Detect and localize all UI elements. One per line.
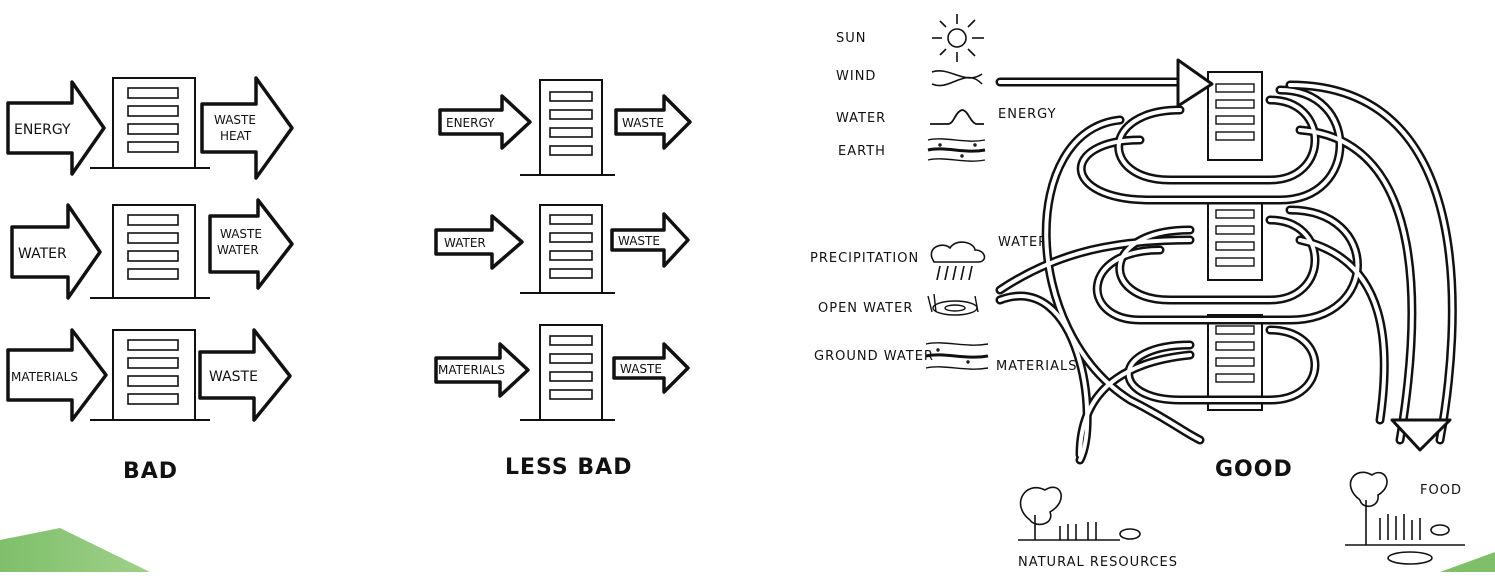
source-wind: WIND [836, 69, 876, 84]
bad-panel: ENERGY WATER MATERIALS WASTE HEAT WASTE … [6, 76, 294, 484]
bad-waste-heat-label-1: WASTE [214, 113, 256, 127]
bad-energy-label: ENERGY [14, 122, 71, 138]
less-bad-water-label: WATER [444, 236, 486, 250]
ground-water-label: GROUND WATER [814, 349, 934, 364]
energy-arrowhead [1176, 58, 1214, 108]
bad-waste-water-label-2: WATER [217, 243, 259, 257]
source-water: WATER [836, 111, 886, 126]
bad-waste-heat-arrow [200, 76, 294, 180]
output-arrowhead [1390, 418, 1452, 452]
green-accent-right [1440, 552, 1495, 572]
bad-waste-label: WASTE [209, 369, 258, 385]
bad-floors [127, 87, 179, 405]
less-bad-waste-label-1: WASTE [622, 116, 664, 130]
water-label: WATER [998, 235, 1048, 250]
food-label: FOOD [1420, 483, 1462, 498]
good-panel: SUN WIND WATER EARTH ENERGY PRECIPITATIO… [810, 14, 1465, 570]
less-bad-energy-label: ENERGY [446, 116, 495, 130]
less-bad-energy-arrow [438, 94, 532, 150]
sun-icon [932, 14, 984, 62]
bad-waste-water-label-1: WASTE [220, 227, 262, 241]
less-bad-waste-label-3: WASTE [620, 362, 662, 376]
ground-water-icon [925, 342, 989, 370]
less-bad-water-arrow [434, 214, 524, 270]
food-icon [1345, 471, 1465, 565]
good-caption: GOOD [1215, 457, 1293, 482]
less-bad-waste-arrow-3 [612, 342, 690, 394]
less-bad-materials-label: MATERIALS [438, 363, 505, 377]
good-floors [1215, 83, 1255, 383]
bad-caption: BAD [123, 459, 178, 484]
materials-label: MATERIALS [996, 359, 1078, 374]
less-bad-floors [549, 91, 593, 400]
water-wave-icon [930, 109, 984, 125]
less-bad-waste-arrow-2 [610, 212, 690, 268]
bad-materials-arrow [6, 328, 108, 422]
source-earth: EARTH [838, 144, 886, 159]
less-bad-waste-label-2: WASTE [618, 234, 660, 248]
bad-waste-water-arrow [208, 198, 294, 290]
green-accent-left [0, 528, 150, 572]
flow-loops-inner [998, 80, 1455, 462]
bad-energy-arrow [6, 80, 106, 176]
less-bad-caption: LESS BAD [505, 455, 632, 480]
energy-label: ENERGY [998, 107, 1057, 122]
natural-resources-icon [1018, 486, 1141, 541]
wind-icon [931, 70, 983, 87]
source-sun: SUN [836, 31, 867, 46]
bad-waste-arrow [198, 328, 292, 422]
rain-cloud-icon [930, 241, 986, 281]
open-water-label: OPEN WATER [818, 301, 913, 316]
bad-building [90, 77, 210, 421]
less-bad-materials-arrow [434, 342, 530, 398]
earth-icon [927, 138, 986, 162]
pond-icon [927, 293, 979, 316]
bad-water-label: WATER [18, 246, 67, 262]
less-bad-waste-arrow-1 [614, 94, 692, 150]
precipitation-label: PRECIPITATION [810, 251, 919, 266]
less-bad-panel: ENERGY WATER MATERIALS WASTE WASTE WASTE… [434, 79, 692, 480]
less-bad-building [520, 79, 615, 421]
bad-materials-label: MATERIALS [11, 370, 78, 384]
natural-resources-label: NATURAL RESOURCES [1018, 555, 1178, 570]
bad-waste-heat-label-2: HEAT [220, 129, 252, 143]
bad-water-arrow [10, 203, 102, 300]
